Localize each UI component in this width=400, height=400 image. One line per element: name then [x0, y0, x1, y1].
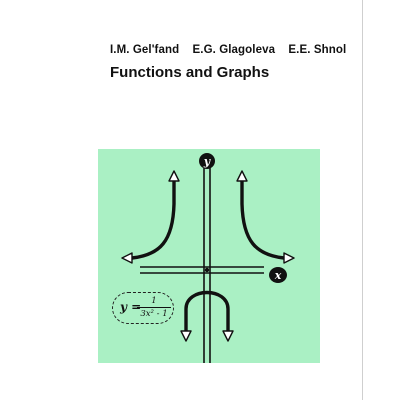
curve-right-branch [240, 179, 286, 260]
author-list: I.M. Gel'fand E.G. Glagoleva E.E. Shnol [110, 44, 356, 56]
author-name: E.G. Glagoleva [192, 44, 276, 56]
y-axis [203, 163, 211, 363]
y-label-badge [199, 153, 215, 169]
x-axis [140, 266, 264, 274]
arrow-down-icon [222, 330, 234, 342]
book-title: Functions and Graphs [110, 64, 270, 81]
arrow-left-icon [121, 252, 133, 264]
arrow-up-icon [236, 170, 248, 182]
arrow-down-icon [180, 330, 192, 342]
function-graph: y x [121, 153, 295, 363]
author-name: E.E. Shnol [288, 44, 347, 56]
origin-dot [204, 267, 210, 273]
curve-middle-branch [184, 290, 230, 333]
formula-numerator: 1 [137, 295, 171, 308]
curve-left-branch [130, 179, 176, 260]
formula-fraction: 1 3x² - 1 [137, 295, 171, 320]
formula-lhs: y = [120, 300, 142, 314]
formula-denominator: 3x² - 1 [140, 309, 168, 319]
cover-illustration: y x [98, 149, 320, 363]
y-axis-label: y [203, 155, 212, 168]
x-label-badge [269, 267, 287, 283]
author-name: I.M. Gel'fand [110, 44, 180, 56]
arrow-up-icon [168, 170, 180, 182]
x-axis-label: x [274, 269, 282, 282]
page-edge-line [362, 0, 363, 400]
formula-label: y = 1 3x² - 1 [112, 292, 174, 324]
arrow-right-icon [283, 252, 295, 264]
